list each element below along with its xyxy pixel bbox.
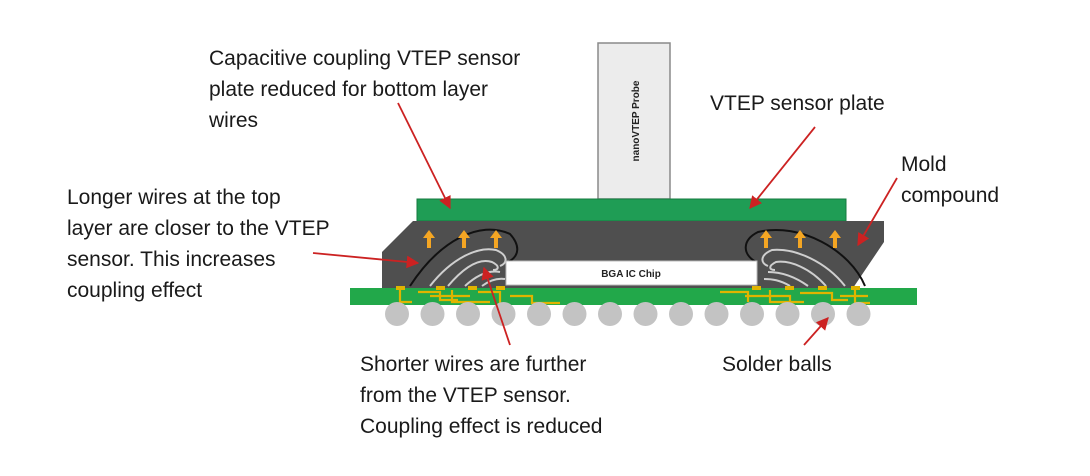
callout-line-sensor-plate	[749, 126, 816, 209]
solder-ball	[633, 302, 658, 326]
solder-ball	[669, 302, 693, 326]
probe-label: nanoVTEP Probe	[631, 80, 642, 161]
vtep-sensor-plate	[416, 198, 847, 222]
solder-ball	[598, 302, 622, 326]
substrate-vias	[396, 286, 860, 290]
coupling-arrows-right	[760, 230, 841, 248]
label-solder-balls: Solder balls	[722, 353, 832, 376]
callout-line-solder-balls	[803, 317, 829, 346]
right-bond-wires	[744, 229, 866, 287]
solder-ball	[385, 302, 409, 326]
label-sensor-plate: VTEP sensor plate	[710, 92, 885, 115]
label-longer-wires: Longer wires at the top layer are closer…	[67, 186, 330, 302]
solder-ball	[420, 302, 445, 326]
substrate-traces	[398, 290, 870, 305]
callout-line-mold	[857, 177, 898, 247]
solder-ball	[491, 302, 516, 326]
solder-balls	[385, 302, 871, 326]
solder-ball	[846, 302, 871, 326]
solder-ball	[562, 302, 587, 326]
coupling-arrows-left	[423, 230, 502, 248]
solder-ball	[527, 302, 551, 326]
label-capacitive-plate: Capacitive coupling VTEP sensor plate re…	[209, 47, 521, 132]
solder-ball	[704, 302, 729, 326]
callout-line-longer-wires	[312, 252, 420, 269]
bga-ic-chip	[505, 260, 758, 286]
callout-line-capacitive	[397, 102, 451, 210]
chip-label: BGA IC Chip	[601, 269, 661, 280]
label-mold-compound: Mold compound	[901, 153, 1000, 207]
callout-line-shorter-wires	[481, 266, 511, 346]
label-shorter-wires: Shorter wires are further from the VTEP …	[360, 353, 603, 438]
solder-ball	[775, 302, 800, 326]
solder-ball	[456, 302, 480, 326]
solder-ball	[740, 302, 764, 326]
nanovtep-probe	[597, 42, 671, 200]
